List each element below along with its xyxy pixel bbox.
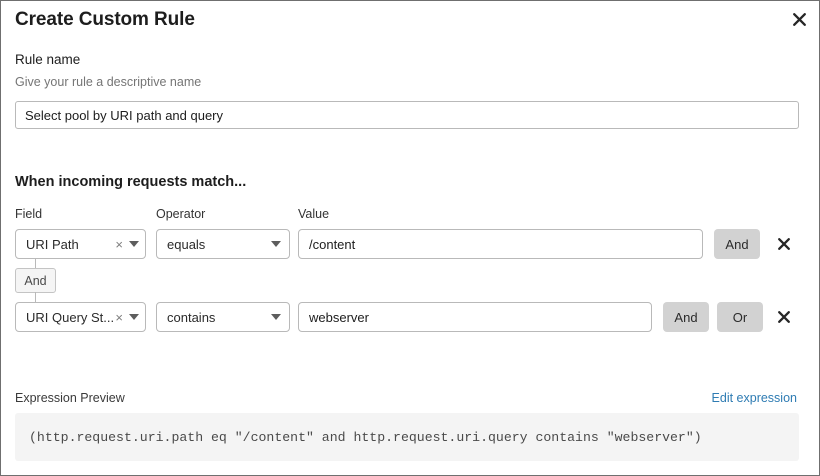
clear-icon[interactable]: × [115,236,123,252]
operator-select-value-row-1: equals [167,236,206,252]
field-select-value-row-2: URI Query St... [26,309,114,325]
value-input-row-2[interactable] [298,302,652,332]
clear-icon[interactable]: × [115,309,123,325]
delete-condition-button-row-2[interactable] [773,304,795,330]
field-select-row-1[interactable]: URI Path × [15,229,146,259]
column-header-value: Value [298,207,330,221]
operator-select-row-1[interactable]: equals [156,229,290,259]
chevron-down-icon [271,314,281,320]
value-input-row-1[interactable] [298,229,703,259]
field-select-row-2[interactable]: URI Query St... × [15,302,146,332]
or-button-row-2[interactable]: Or [717,302,763,332]
and-button-row-1[interactable]: And [714,229,760,259]
group-logic-connector-and[interactable]: And [15,268,56,293]
operator-select-row-2[interactable]: contains [156,302,290,332]
close-icon [792,12,807,27]
edit-expression-link[interactable]: Edit expression [711,391,797,405]
column-header-operator: Operator [156,207,206,221]
close-icon [777,310,791,324]
rule-name-label: Rule name [15,52,81,67]
expression-preview-label: Expression Preview [15,391,125,405]
chevron-down-icon [129,314,139,320]
connector-line-top [35,259,36,269]
operator-select-value-row-2: contains [167,309,216,325]
page-title: Create Custom Rule [15,9,195,30]
delete-condition-button-row-1[interactable] [773,231,795,257]
field-select-value-row-1: URI Path [26,236,79,252]
chevron-down-icon [271,241,281,247]
rule-name-input[interactable] [15,101,799,129]
connector-line-bottom [35,292,36,302]
close-icon [777,237,791,251]
column-header-field: Field [15,207,43,221]
conditions-heading: When incoming requests match... [15,174,247,190]
and-button-row-2[interactable]: And [663,302,709,332]
chevron-down-icon [129,241,139,247]
condition-row: URI Path × equals And [1,229,819,259]
rule-name-help-text: Give your rule a descriptive name [15,75,202,89]
expression-preview-code: (http.request.uri.path eq "/content" and… [29,429,702,445]
expression-preview-box: (http.request.uri.path eq "/content" and… [15,413,799,461]
condition-row: URI Query St... × contains And Or [1,302,819,332]
close-dialog-button[interactable] [788,8,810,30]
